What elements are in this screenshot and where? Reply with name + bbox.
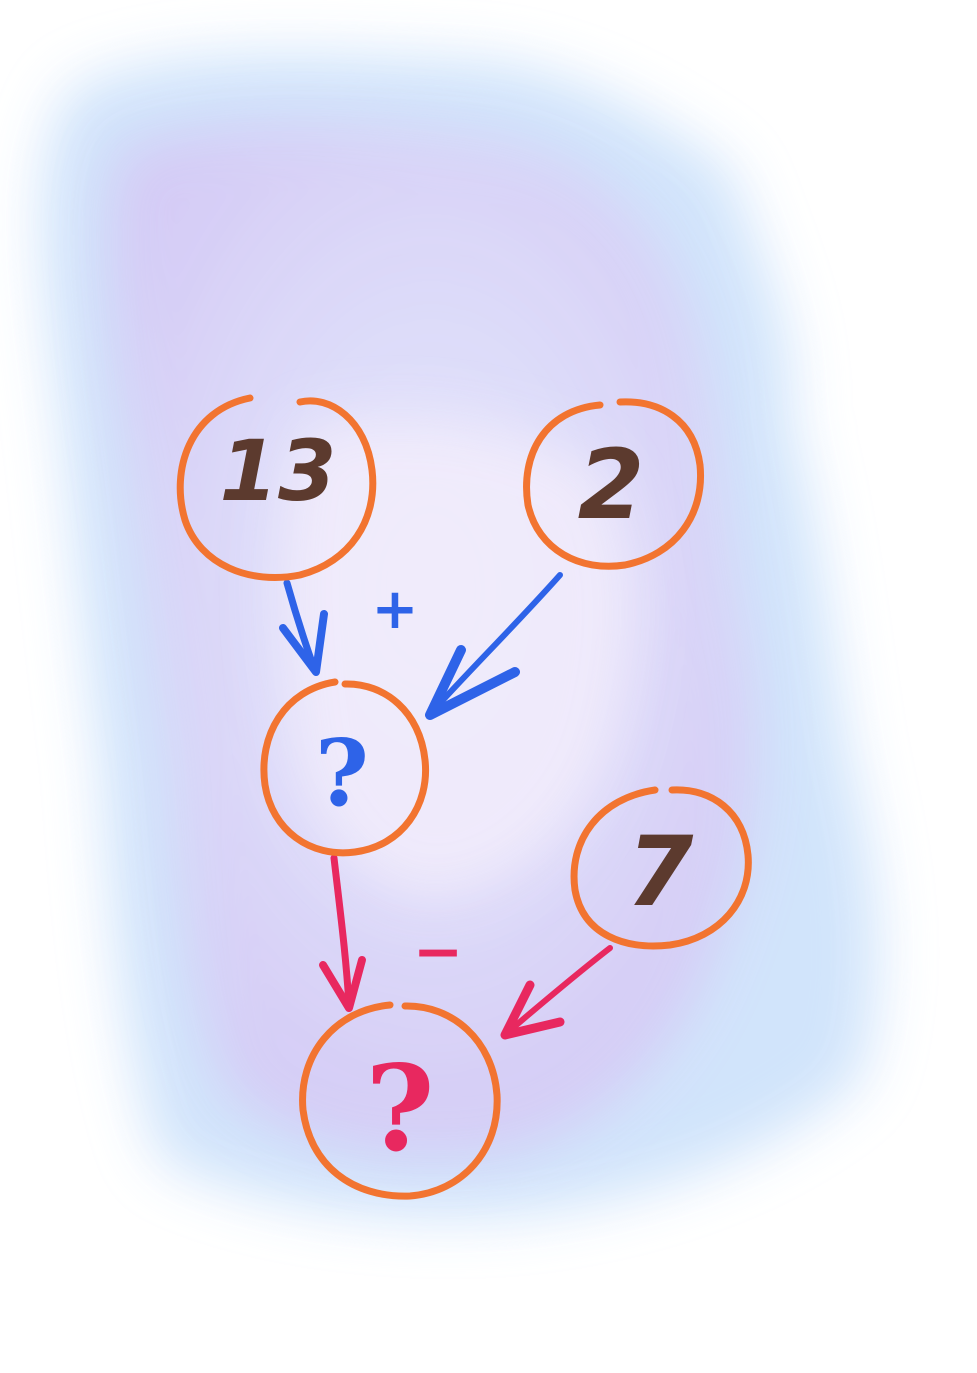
node-result-label: ? [365, 1039, 434, 1178]
node-7-label: 7 [627, 816, 694, 928]
node-2-circle [523, 398, 705, 570]
node-sum-circle [260, 678, 430, 857]
node-13-circle [176, 394, 377, 582]
plus-operator: + [372, 577, 419, 642]
arrow-13-to-sum [279, 579, 328, 676]
node-result: ? [299, 1001, 501, 1200]
watercolor-wash [41, 53, 879, 1218]
arrow-sum-to-result [319, 854, 366, 1012]
arrow-2-to-sum [425, 572, 563, 720]
node-2-label: 2 [578, 429, 645, 541]
node-13-label: 13 [220, 422, 337, 520]
node-sum: ? [260, 678, 430, 857]
node-2: 2 [523, 398, 705, 570]
arrow-7-to-result [500, 945, 613, 1040]
node-13: 13 [176, 394, 377, 582]
node-sum-label: ? [315, 719, 369, 827]
node-7: 7 [570, 786, 752, 950]
node-result-circle [299, 1001, 501, 1200]
minus-operator: − [413, 917, 463, 987]
node-7-circle [570, 786, 752, 950]
